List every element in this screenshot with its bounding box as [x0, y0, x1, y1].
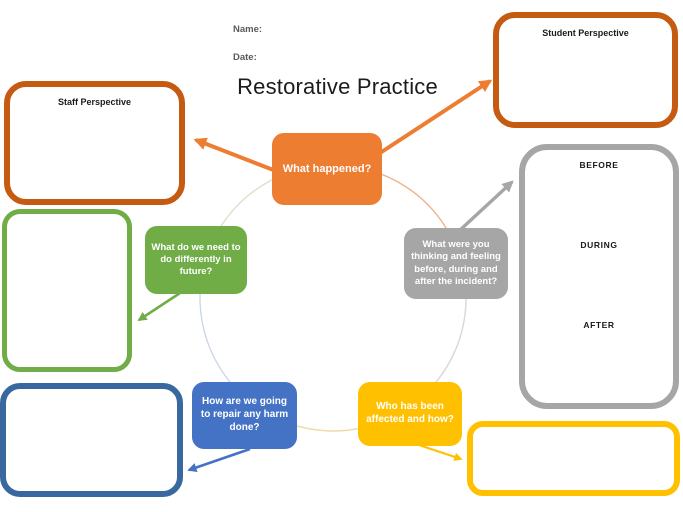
staff-perspective-box: Staff Perspective — [4, 81, 185, 205]
timeline-after-label: AFTER — [583, 320, 615, 330]
student-perspective-label: Student Perspective — [542, 28, 629, 38]
question-thinking-feeling: What were you thinking and feeling befor… — [404, 228, 508, 299]
timeline-before-label: BEFORE — [579, 160, 619, 170]
incident-timeline-box: BEFORE DURING AFTER — [519, 144, 679, 409]
arrow-thinking-to-timeline — [457, 180, 514, 233]
arrow-what-happened-to-student — [378, 79, 493, 155]
arrow-differently-to-green-box — [137, 291, 181, 322]
repair-response-box — [0, 383, 183, 497]
future-response-box — [2, 209, 132, 372]
question-who-affected: Who has been affected and how? — [358, 382, 462, 446]
timeline-during-label: DURING — [580, 240, 618, 250]
student-perspective-box: Student Perspective — [493, 12, 678, 128]
page-title: Restorative Practice — [237, 74, 438, 99]
arrow-what-happened-to-staff — [193, 137, 277, 173]
question-repair-harm: How are we going to repair any harm done… — [192, 382, 297, 449]
arrow-repair-to-blue-box — [187, 447, 251, 472]
name-label: Name: — [233, 24, 263, 35]
staff-perspective-label: Staff Perspective — [57, 97, 132, 107]
question-what-happened: What happened? — [272, 133, 382, 205]
affected-response-box — [467, 421, 680, 496]
date-label: Date: — [233, 52, 257, 63]
question-differently-future: What do we need to do differently in fut… — [145, 226, 247, 294]
